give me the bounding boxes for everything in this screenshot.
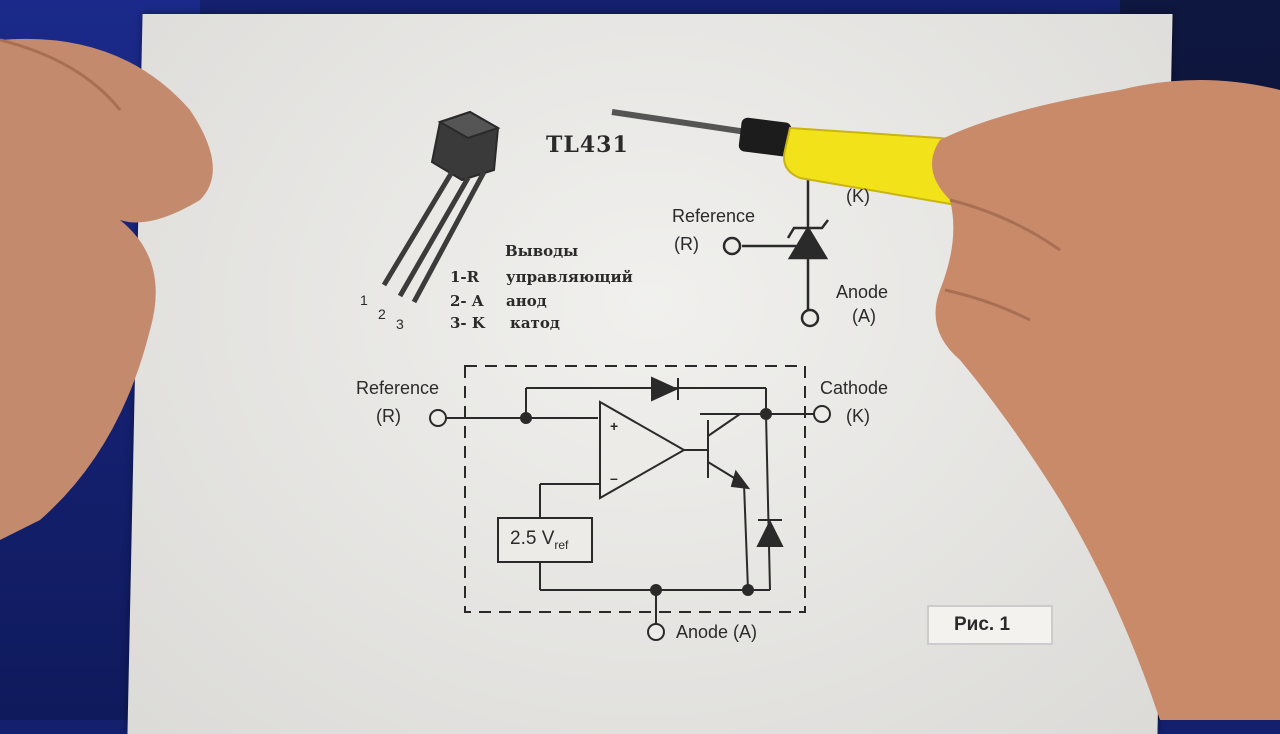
pin-3-number: 3- K <box>450 314 485 332</box>
internal-schematic <box>429 365 1053 645</box>
symbol-cathode-code: (K) <box>846 186 870 206</box>
tl431-symbol <box>722 175 829 328</box>
right-hand <box>932 80 1280 720</box>
left-hand <box>0 38 213 541</box>
schematic-reference-code: (R) <box>376 406 401 426</box>
symbol-anode-label: Anode <box>836 282 889 302</box>
vref-label: 2.5 Vref <box>510 528 569 552</box>
diagram-title: TL431 <box>546 132 629 158</box>
symbol-anode-code: (A) <box>852 306 876 326</box>
pinout-heading: Выводы <box>505 242 579 260</box>
leg-number-1: 1 <box>360 292 368 308</box>
figure-caption: Рис. 1 <box>954 614 1011 635</box>
symbol-reference-code: (R) <box>674 234 699 254</box>
pin-2-label: анод <box>506 292 547 310</box>
vref-subscript: ref <box>554 537 569 552</box>
opamp-minus: – <box>610 470 618 486</box>
opamp-plus: + <box>610 418 619 434</box>
pin-2-number: 2- A <box>450 292 484 310</box>
pin-1-label: управляющий <box>506 268 633 286</box>
pin-3-label: катод <box>510 314 560 332</box>
symbol-reference-label: Reference <box>672 206 756 226</box>
leg-number-2: 2 <box>378 306 386 322</box>
schematic-cathode-code: (K) <box>846 406 870 426</box>
to92-package-illustration <box>381 110 501 304</box>
leg-number-3: 3 <box>396 316 404 332</box>
schematic-anode-label: Anode (A) <box>676 622 758 642</box>
schematic-cathode-label: Cathode <box>820 378 889 398</box>
schematic-reference-label: Reference <box>356 378 440 398</box>
pin-1-number: 1-R <box>450 268 480 286</box>
